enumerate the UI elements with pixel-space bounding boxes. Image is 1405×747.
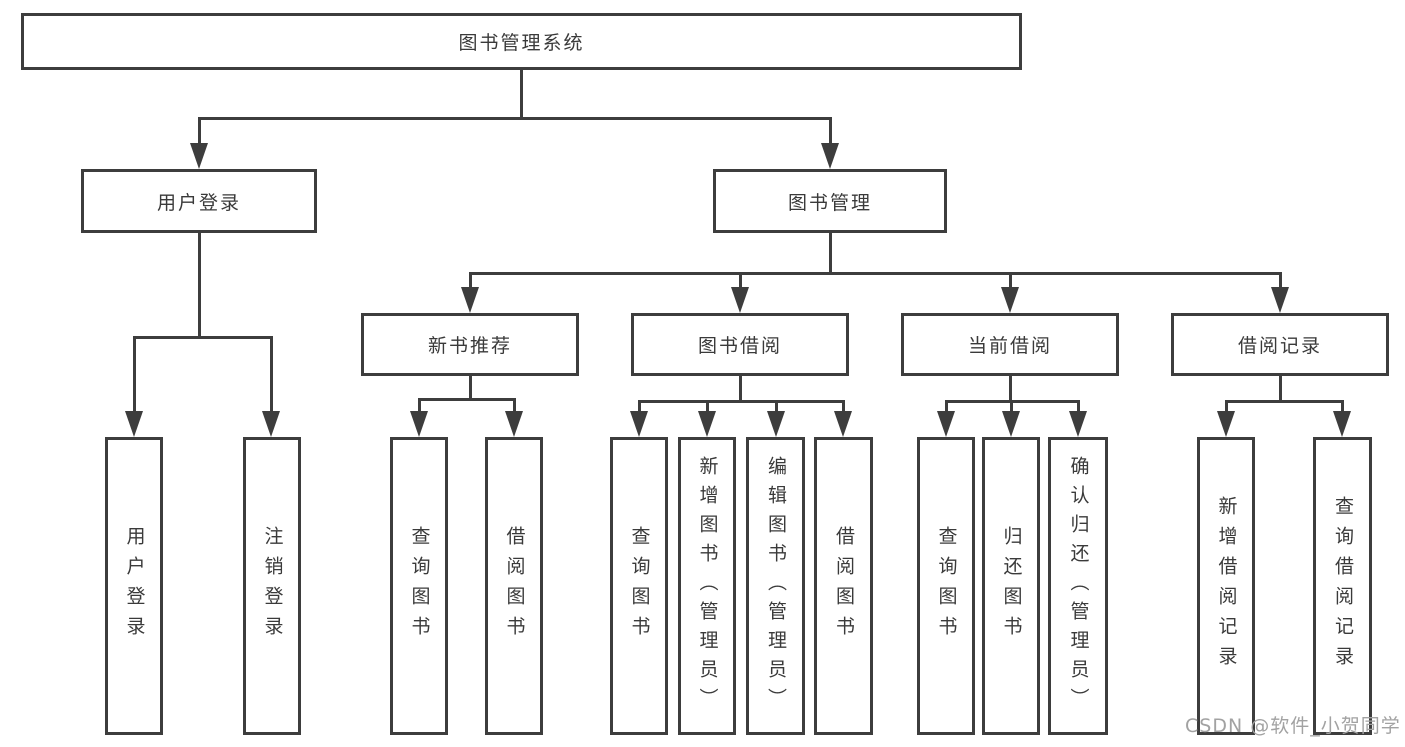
- connector-drop: [270, 336, 273, 411]
- node-book-borrow: 图书借阅: [631, 313, 849, 376]
- connector-drop: [829, 117, 832, 143]
- arrow-down-icon: [505, 411, 523, 437]
- leaf-borrow-books-recommend: 借阅图书: [485, 437, 543, 735]
- node-borrow-records: 借阅记录: [1171, 313, 1389, 376]
- leaf-query-books-borrow: 查询图书: [610, 437, 668, 735]
- leaf-add-borrow-record: 新增借阅记录: [1197, 437, 1255, 735]
- node-root: 图书管理系统: [21, 13, 1022, 70]
- connector-drop: [1279, 272, 1282, 287]
- connector-drop: [842, 400, 845, 411]
- connector-records-bar: [1225, 400, 1343, 403]
- leaf-query-borrow-record: 查询借阅记录: [1313, 437, 1372, 735]
- connector-drop: [638, 400, 641, 411]
- arrow-down-icon: [1002, 411, 1020, 437]
- connector-drop: [775, 400, 778, 411]
- arrow-down-icon: [834, 411, 852, 437]
- connector-drop: [1225, 400, 1228, 411]
- arrow-down-icon: [731, 287, 749, 313]
- connector-drop: [1010, 400, 1013, 411]
- connector-bookmgmt-bar: [469, 272, 1282, 275]
- connector-root-stem: [520, 69, 523, 117]
- node-book-management: 图书管理: [713, 169, 947, 233]
- arrow-down-icon: [461, 287, 479, 313]
- connector-root-bar: [198, 117, 831, 120]
- leaf-query-books-recommend: 查询图书: [390, 437, 448, 735]
- csdn-watermark: CSDN @软件_小贺同学: [1185, 715, 1401, 737]
- connector-records-stem: [1279, 376, 1282, 400]
- connector-bookmgmt-stem: [829, 233, 832, 272]
- connector-drop: [469, 272, 472, 287]
- connector-userlogin-stem: [198, 232, 201, 336]
- arrow-down-icon: [1001, 287, 1019, 313]
- connector-current-stem: [1009, 376, 1012, 400]
- connector-drop: [1009, 272, 1012, 287]
- arrow-down-icon: [630, 411, 648, 437]
- connector-borrow-stem: [739, 376, 742, 400]
- node-new-book-recommend: 新书推荐: [361, 313, 579, 376]
- connector-drop: [706, 400, 709, 411]
- connector-drop: [133, 336, 136, 411]
- arrow-down-icon: [1217, 411, 1235, 437]
- connector-borrow-bar: [638, 400, 845, 403]
- connector-drop: [1077, 400, 1080, 411]
- connector-drop: [418, 398, 421, 411]
- arrow-down-icon: [767, 411, 785, 437]
- leaf-query-books-current: 查询图书: [917, 437, 975, 735]
- leaf-return-books: 归还图书: [982, 437, 1040, 735]
- leaf-edit-books-admin: 编辑图书（管理员）: [746, 437, 805, 735]
- arrow-down-icon: [410, 411, 428, 437]
- node-current-borrow: 当前借阅: [901, 313, 1119, 376]
- arrow-down-icon: [821, 143, 839, 169]
- arrow-down-icon: [262, 411, 280, 437]
- arrow-down-icon: [698, 411, 716, 437]
- connector-drop: [513, 398, 516, 411]
- node-user-login: 用户登录: [81, 169, 317, 233]
- arrow-down-icon: [1333, 411, 1351, 437]
- arrow-down-icon: [1069, 411, 1087, 437]
- arrow-down-icon: [190, 143, 208, 169]
- leaf-add-books-admin: 新增图书（管理员）: [678, 437, 736, 735]
- connector-drop: [945, 400, 948, 411]
- connector-recommend-stem: [469, 376, 472, 398]
- arrow-down-icon: [937, 411, 955, 437]
- connector-recommend-bar: [418, 398, 516, 401]
- arrow-down-icon: [125, 411, 143, 437]
- connector-userlogin-bar: [133, 336, 273, 339]
- arrow-down-icon: [1271, 287, 1289, 313]
- connector-drop: [739, 272, 742, 287]
- leaf-logout: 注销登录: [243, 437, 301, 735]
- leaf-borrow-books: 借阅图书: [814, 437, 873, 735]
- leaf-user-login: 用户登录: [105, 437, 163, 735]
- leaf-confirm-return-admin: 确认归还（管理员）: [1048, 437, 1108, 735]
- connector-drop: [1341, 400, 1344, 411]
- connector-drop: [198, 117, 201, 143]
